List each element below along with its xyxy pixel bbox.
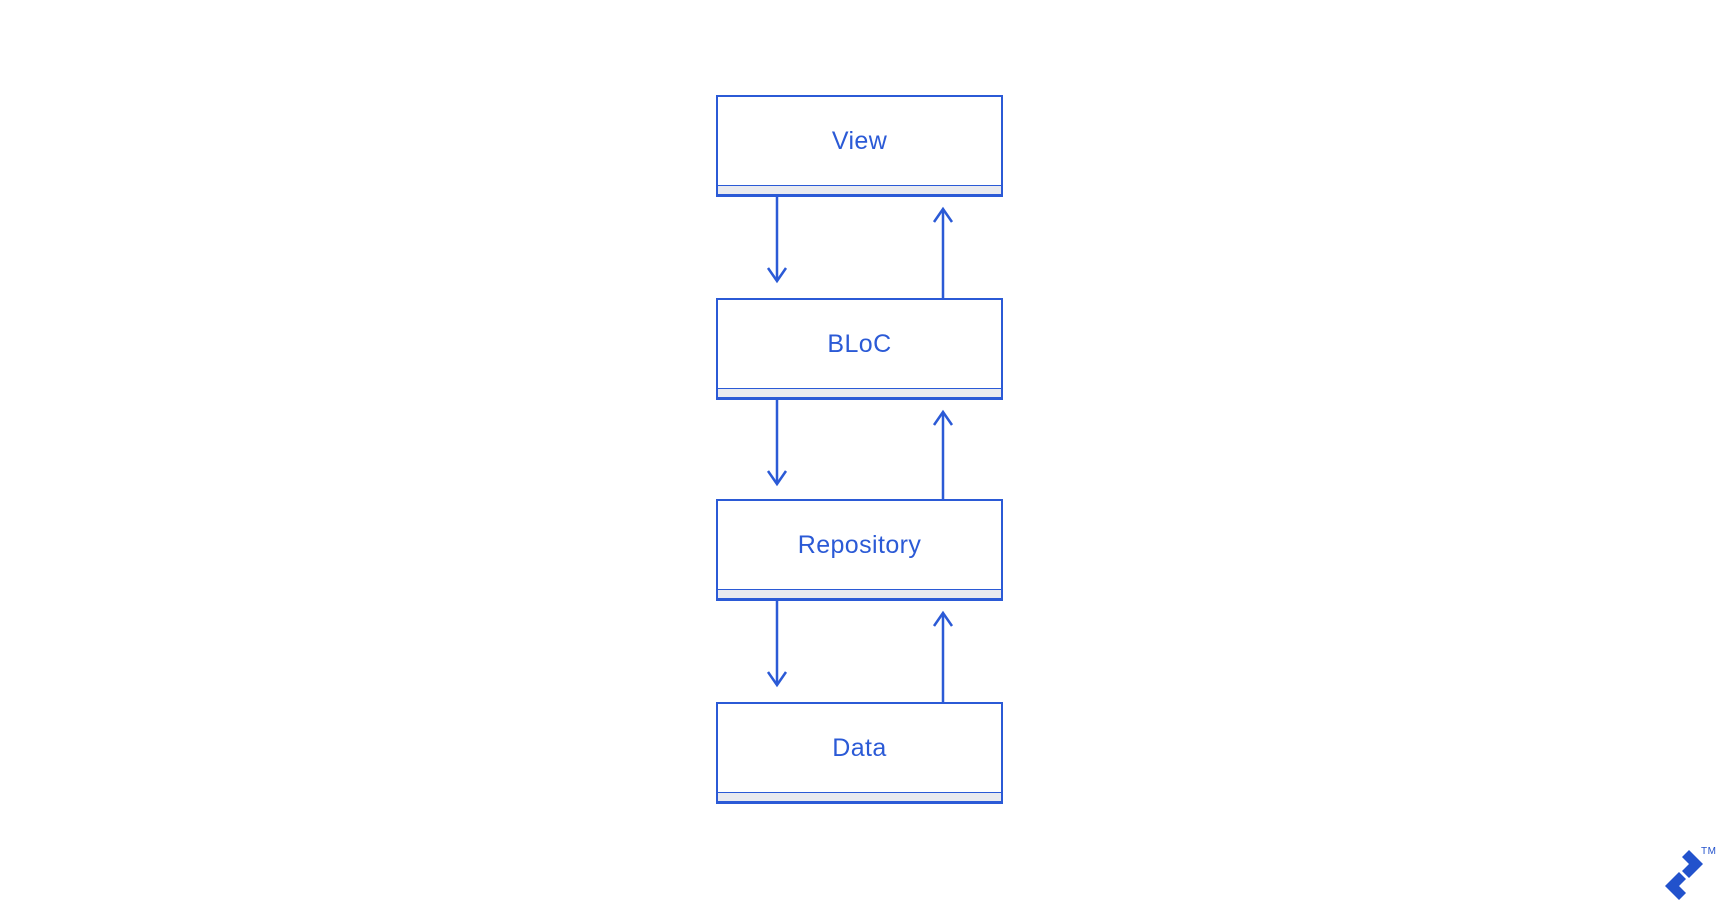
node-view-strip (718, 185, 1001, 194)
down-arrow-icon (766, 400, 788, 487)
node-view-label: View (831, 126, 888, 155)
node-repository-strip (718, 589, 1001, 598)
edges-view-bloc-svg (766, 197, 954, 298)
node-data-body: Data (718, 704, 1001, 792)
node-data-strip (718, 792, 1001, 801)
node-bloc-label: BLoC (827, 329, 892, 358)
node-data-label: Data (832, 733, 887, 762)
node-bloc-strip (718, 388, 1001, 397)
up-arrow-icon (932, 206, 954, 298)
down-arrow-icon (766, 601, 788, 688)
edges-repository-data-svg (766, 601, 954, 702)
edges-repository-data (716, 601, 1003, 702)
node-data: Data (716, 702, 1003, 804)
node-view-body: View (718, 97, 1001, 185)
trademark-label: TM (1701, 846, 1717, 857)
edges-view-bloc (716, 197, 1003, 298)
node-bloc: BLoC (716, 298, 1003, 400)
edges-bloc-repository (716, 400, 1003, 501)
edges-bloc-repository-svg (766, 400, 954, 501)
node-view: View (716, 95, 1003, 197)
node-repository: Repository (716, 499, 1003, 601)
toptal-logo-icon (1665, 850, 1703, 900)
node-repository-label: Repository (797, 530, 922, 559)
down-arrow-icon (766, 197, 788, 284)
up-arrow-icon (932, 409, 954, 501)
node-bloc-body: BLoC (718, 300, 1001, 388)
up-arrow-icon (932, 610, 954, 702)
node-repository-body: Repository (718, 501, 1001, 589)
